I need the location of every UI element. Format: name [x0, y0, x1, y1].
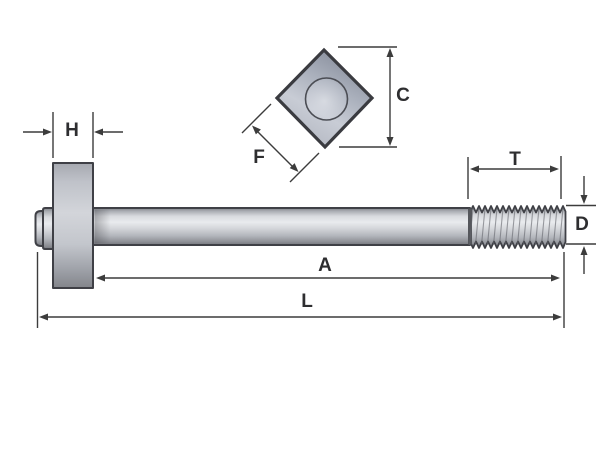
dim-label-head-height: H — [65, 120, 79, 141]
arrowhead — [580, 195, 588, 204]
arrowhead — [39, 313, 48, 321]
dim-label-thread-length: T — [509, 149, 521, 170]
bolt-shank — [92, 207, 471, 246]
bolt-head-side — [52, 162, 94, 289]
head-boss-inner-step — [42, 207, 55, 250]
arrowhead — [553, 313, 562, 321]
extension-line — [241, 103, 320, 183]
dimension-T — [467, 156, 562, 199]
dimension-linework — [23, 46, 596, 328]
arrowhead — [470, 165, 479, 173]
arrowhead — [580, 246, 588, 255]
arrowhead — [252, 125, 261, 135]
dimension-D — [566, 176, 596, 274]
shank-head-shadow — [94, 209, 111, 244]
extension-line — [566, 204, 596, 245]
arrowhead — [94, 128, 103, 136]
shank-circle — [304, 77, 349, 121]
arrowhead — [43, 128, 52, 136]
arrowhead — [550, 165, 559, 173]
extension-line — [52, 112, 94, 158]
dim-label-head-corner-width: C — [396, 85, 410, 106]
dimension-line — [256, 130, 294, 168]
dimension-A — [96, 274, 560, 282]
extension-line — [36, 252, 565, 328]
dimension-C — [338, 46, 397, 148]
arrowhead — [386, 48, 394, 57]
arrowhead — [386, 137, 394, 146]
dim-label-head-flat-width: F — [253, 147, 265, 168]
bolt-head-top-view — [274, 47, 375, 150]
dimension-L — [36, 252, 565, 328]
bolt-side-view — [34, 162, 567, 289]
thread-flank-lines — [468, 207, 564, 246]
arrowhead — [551, 274, 560, 282]
arrowhead — [96, 274, 105, 282]
dim-label-overall-length: L — [301, 291, 313, 312]
extension-line — [467, 156, 562, 199]
dimension-H — [23, 112, 123, 158]
dim-label-body-diameter: D — [575, 214, 589, 235]
dimension-F — [241, 103, 320, 183]
thread-runout-band — [468, 208, 472, 245]
dim-label-body-length: A — [318, 255, 332, 276]
extension-line — [338, 46, 397, 148]
arrowhead — [289, 163, 299, 172]
